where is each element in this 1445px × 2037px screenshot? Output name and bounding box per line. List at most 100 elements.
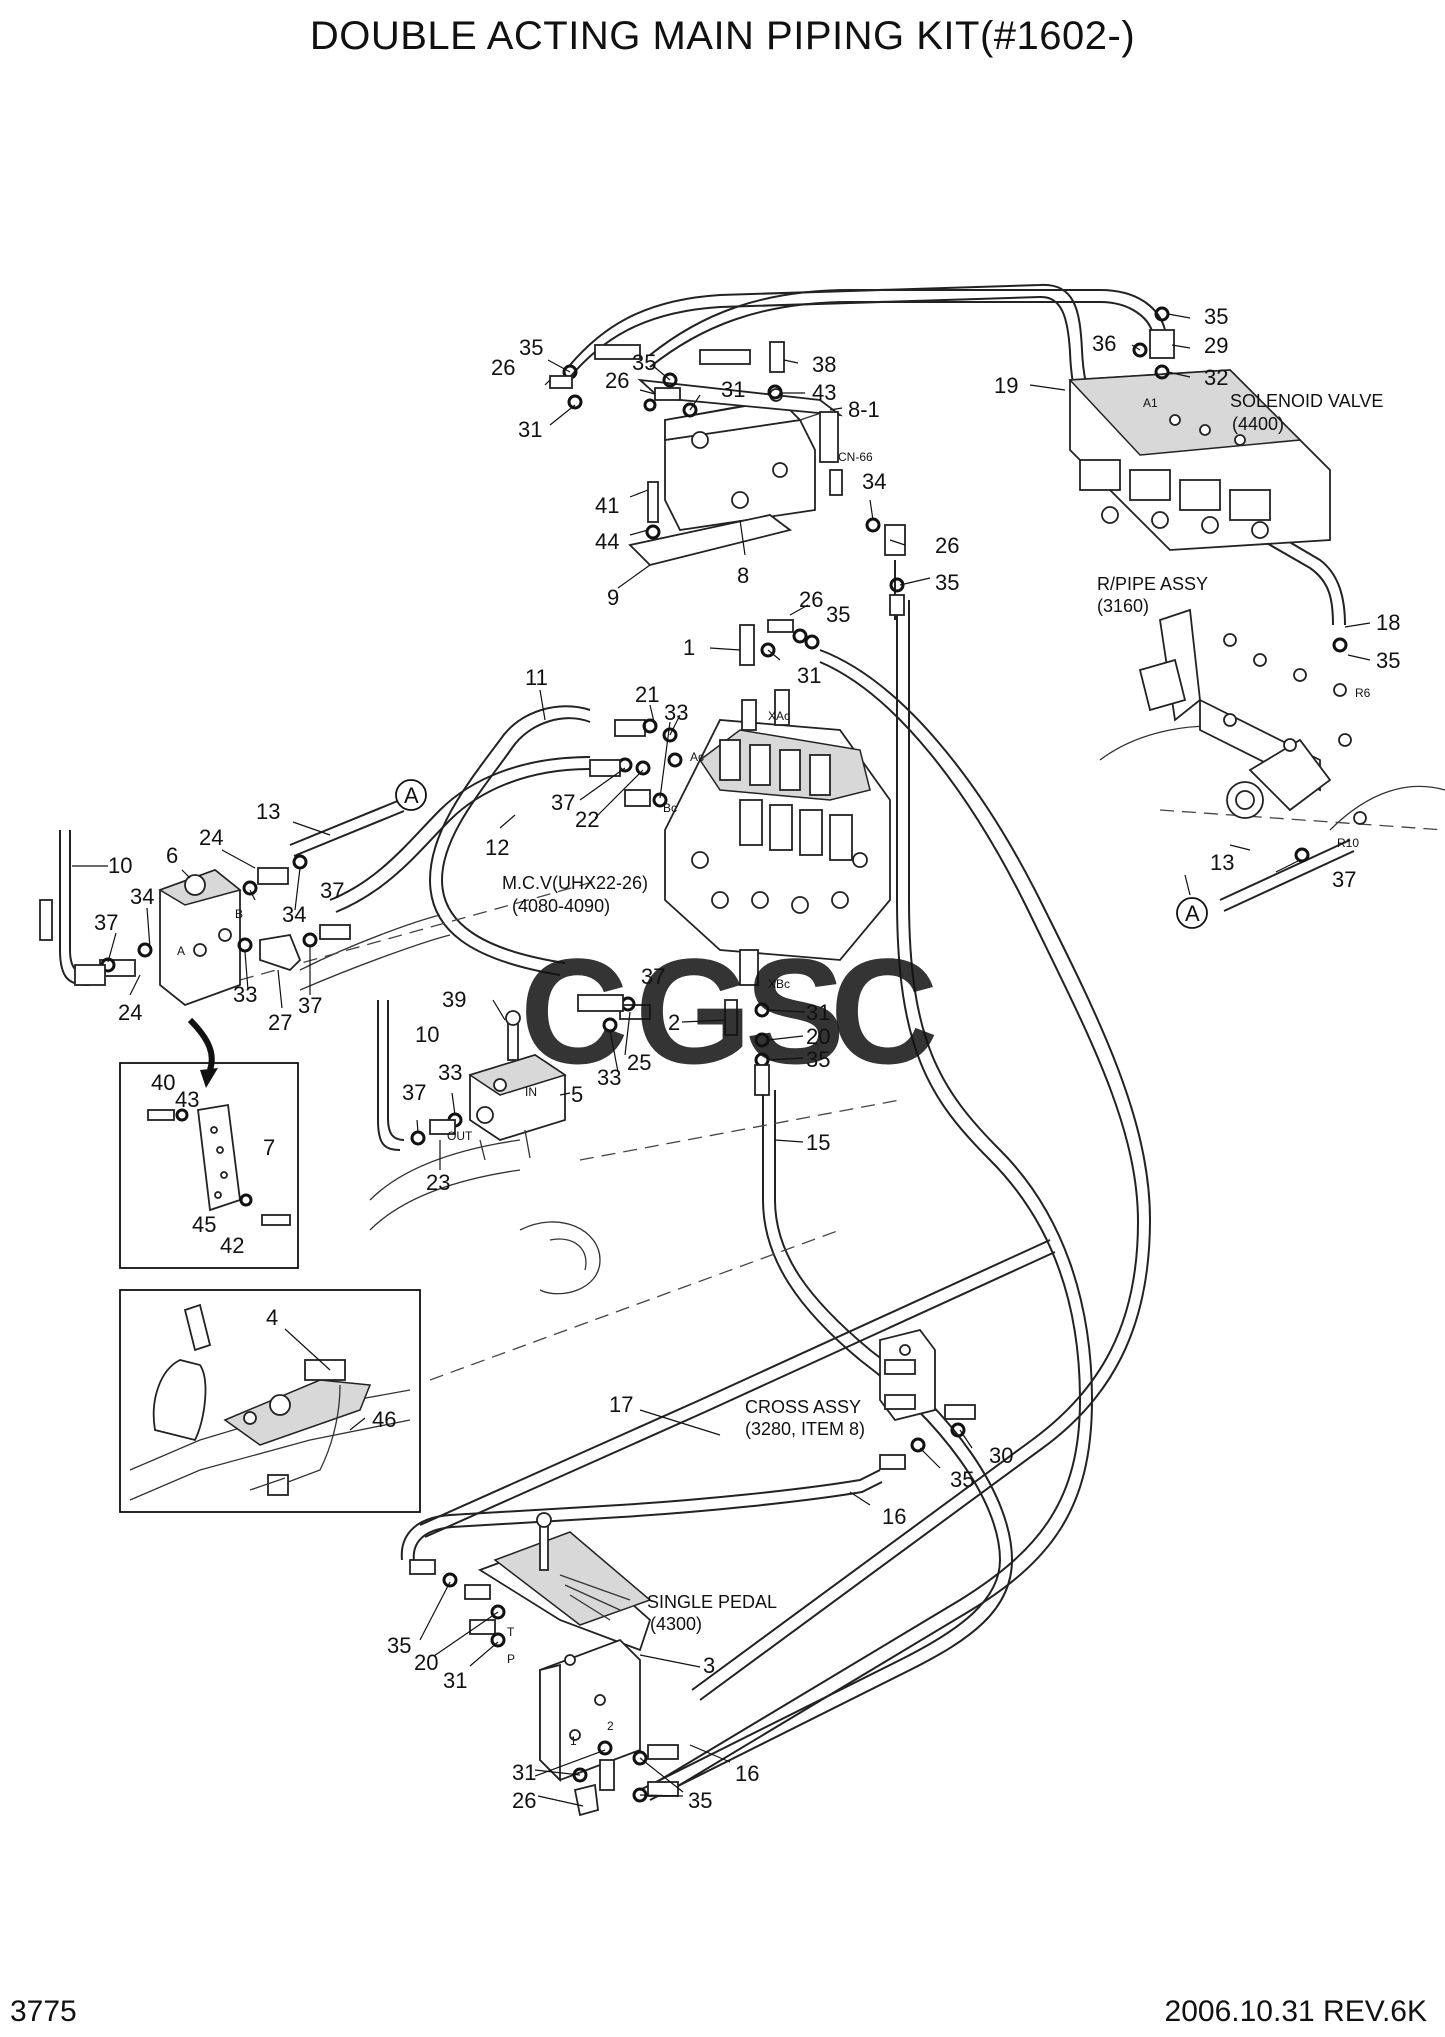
port-labels: CN-66 A1 R6 R10 XAc XBc Ac Bc IN OUT A B… [177, 396, 1371, 1748]
watermark-letter: C [520, 927, 628, 1095]
callout: 35 [935, 570, 959, 595]
callout: 32 [1204, 365, 1228, 390]
r-pipe-assy [1138, 608, 1367, 863]
callout: 5 [571, 1082, 583, 1107]
port-label: A1 [1143, 396, 1158, 410]
port-label: P [507, 1652, 515, 1666]
callout: 29 [1204, 333, 1228, 358]
watermark-logo: C G S C [520, 927, 938, 1095]
port-label: R6 [1355, 686, 1371, 700]
note-r-pipe-assy: R/PIPE ASSY [1097, 574, 1208, 594]
reference-a-markers [395, 779, 1208, 929]
callout: 11 [525, 665, 548, 690]
fittings-upper [549, 341, 906, 616]
callout: 37 [1332, 867, 1356, 892]
callout: 6 [166, 843, 178, 868]
callout: 7 [263, 1135, 275, 1160]
valve-block-8 [628, 378, 844, 566]
port-label: CN-66 [838, 450, 873, 464]
callout: 34 [130, 884, 154, 909]
callout: 22 [575, 807, 599, 832]
part-callouts: 35 26 35 26 31 38 43 8-1 31 41 44 9 8 34… [94, 304, 1400, 1813]
callout: 37 [402, 1080, 426, 1105]
callout: 31 [797, 663, 821, 688]
callout: 31 [721, 377, 745, 402]
callout: 9 [607, 585, 619, 610]
detail-box-cab [119, 1289, 421, 1513]
callout: 35 [1204, 304, 1228, 329]
callout: 33 [597, 1065, 621, 1090]
port-label: OUT [447, 1129, 473, 1143]
callout: 26 [605, 368, 629, 393]
callout: 33 [664, 700, 688, 725]
callout: 37 [94, 910, 118, 935]
note-single-pedal: SINGLE PEDAL [647, 1592, 777, 1612]
callout: 35 [632, 350, 656, 375]
port-label: XAc [768, 709, 790, 723]
callout: 1 [683, 635, 695, 660]
page-number: 3775 [10, 1995, 77, 2028]
hose-routing [59, 283, 1355, 1801]
port-label: 1 [570, 1734, 577, 1748]
note-single-pedal-ref: (4300) [650, 1614, 702, 1634]
callout: 36 [1092, 331, 1116, 356]
callout: 37 [551, 790, 575, 815]
callout: 17 [609, 1392, 633, 1417]
note-mcv: M.C.V(UHX22-26) [502, 873, 648, 893]
callout: 39 [442, 987, 466, 1012]
callout: 10 [108, 853, 132, 878]
callout: 20 [414, 1650, 438, 1675]
callout: 35 [950, 1467, 974, 1492]
diagram-title: DOUBLE ACTING MAIN PIPING KIT(#1602-) [309, 14, 1136, 58]
revision-date: 2006.10.31 REV.6K [1164, 1995, 1427, 2028]
callout: 38 [812, 352, 836, 377]
watermark-letter: G [635, 927, 752, 1095]
callout: 12 [485, 835, 509, 860]
callout: 21 [635, 682, 659, 707]
callout: 33 [233, 982, 257, 1007]
callout: 35 [1376, 648, 1400, 673]
note-cross-assy-ref: (3280, ITEM 8) [745, 1419, 865, 1439]
callout: 15 [806, 1130, 830, 1155]
callout: 16 [882, 1504, 906, 1529]
callout: 24 [199, 825, 223, 850]
note-r-pipe-assy-ref: (3160) [1097, 596, 1149, 616]
callout: 25 [627, 1050, 651, 1075]
solenoid-valve [1068, 306, 1331, 551]
callout: 2 [668, 1010, 680, 1035]
port-label: R10 [1337, 836, 1359, 850]
callout: 19 [994, 373, 1018, 398]
callout: 31 [512, 1760, 536, 1785]
callout: 46 [372, 1407, 396, 1432]
callout: 30 [989, 1443, 1013, 1468]
callout: 43 [812, 380, 836, 405]
assembly-notes: SOLENOID VALVE (4400) R/PIPE ASSY (3160)… [502, 391, 1383, 1634]
detail-arrow [187, 1017, 218, 1088]
port-label: A [177, 944, 185, 958]
callout: 43 [175, 1087, 199, 1112]
callout: 37 [298, 993, 322, 1018]
callout: 18 [1376, 610, 1400, 635]
callout: 44 [595, 529, 619, 554]
callout: 41 [595, 493, 619, 518]
port-label: B [235, 907, 243, 921]
callout: 10 [415, 1022, 439, 1047]
callout: 35 [806, 1047, 830, 1072]
callout: 20 [806, 1024, 830, 1049]
callout: 40 [151, 1070, 175, 1095]
callout: 26 [935, 533, 959, 558]
callout: 26 [799, 587, 823, 612]
callout: 27 [268, 1010, 292, 1035]
callout: 26 [512, 1788, 536, 1813]
callout: 13 [1210, 850, 1234, 875]
callout: 45 [192, 1212, 216, 1237]
callout: A [1185, 901, 1200, 926]
callout: 4 [266, 1305, 278, 1330]
port-label: 2 [607, 1719, 614, 1733]
valve-block-6 [39, 854, 351, 1007]
port-label: T [507, 1625, 515, 1639]
callout: 3 [703, 1653, 715, 1678]
callout: 33 [438, 1060, 462, 1085]
callout: 31 [806, 1000, 830, 1025]
